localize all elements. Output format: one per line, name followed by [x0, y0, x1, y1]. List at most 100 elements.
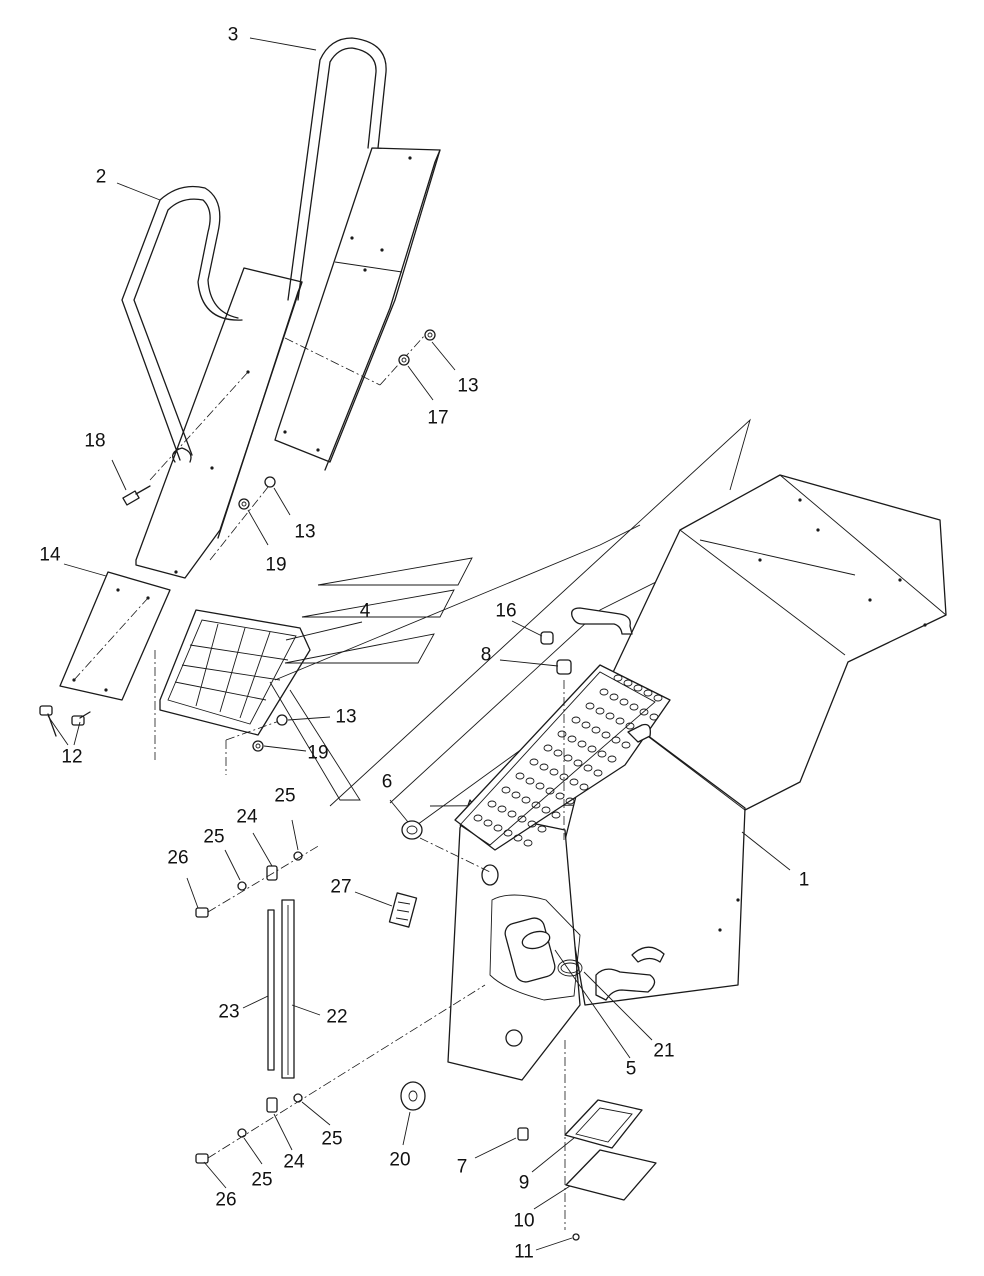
callout-20: 20	[389, 1149, 411, 1171]
bracket-24-lower	[266, 1097, 278, 1113]
perforation-hole	[545, 787, 555, 795]
perforation-hole	[625, 722, 635, 730]
hose-21	[595, 723, 665, 1001]
perforation-hole	[535, 782, 545, 790]
plate-14	[59, 571, 171, 760]
perforation-hole	[537, 825, 547, 833]
plug-16	[540, 631, 554, 645]
perforation-hole	[527, 820, 537, 828]
callout-2: 2	[95, 166, 107, 188]
perforation-hole	[557, 730, 567, 738]
callout-13: 13	[335, 706, 357, 728]
cover-plate-10	[565, 1149, 657, 1201]
perforation-hole	[507, 810, 517, 818]
bolt-12-left	[39, 705, 57, 737]
perforation-hole	[599, 688, 609, 696]
gasket-9	[564, 1099, 643, 1149]
perforation-hole	[483, 819, 493, 827]
perforation-hole	[553, 749, 563, 757]
callout-9: 9	[518, 1172, 530, 1194]
grommet-20	[400, 1081, 426, 1111]
bolt-26-upper	[195, 907, 209, 918]
perforation-hole	[581, 721, 591, 729]
perforation-hole	[517, 815, 527, 823]
perforation-hole	[605, 712, 615, 720]
perforation-hole	[643, 689, 653, 697]
washer-17	[398, 354, 410, 366]
callout-27: 27	[330, 876, 352, 898]
callout-6: 6	[381, 771, 393, 793]
perforation-hole	[579, 783, 589, 791]
callout-7: 7	[456, 1156, 468, 1178]
perforation-hole	[565, 797, 575, 805]
perforation-hole	[513, 834, 523, 842]
callout-12: 12	[61, 746, 83, 768]
callout-22: 22	[326, 1006, 348, 1028]
nut-13-lower	[276, 714, 288, 726]
perforation-hole	[649, 713, 659, 721]
perforation-hole	[621, 741, 631, 749]
perforation-hole	[595, 707, 605, 715]
perforation-hole	[549, 768, 559, 776]
perforation-hole	[523, 839, 533, 847]
perforation-hole	[529, 758, 539, 766]
perforation-hole	[573, 759, 583, 767]
callout-23: 23	[218, 1001, 240, 1023]
perforation-hole	[503, 829, 513, 837]
washer-19-middle	[238, 498, 250, 510]
callout-18: 18	[84, 430, 106, 452]
callout-25: 25	[321, 1128, 343, 1150]
perforation-hole	[515, 772, 525, 780]
grab-handle-upper	[274, 37, 441, 471]
perforation-hole	[473, 814, 483, 822]
callout-19: 19	[265, 554, 287, 576]
bolt-12-right	[71, 711, 91, 726]
radiator-panel	[447, 799, 583, 1081]
callout-11: 11	[514, 1241, 534, 1263]
callout-13: 13	[457, 375, 479, 397]
callout-21: 21	[653, 1040, 675, 1062]
callout-19: 19	[307, 742, 329, 764]
perforation-hole	[615, 717, 625, 725]
bracket-24-upper	[266, 865, 278, 881]
perforation-hole	[653, 694, 663, 702]
grab-handle-lower	[121, 185, 303, 579]
perforation-hole	[497, 805, 507, 813]
callout-10: 10	[513, 1210, 535, 1232]
callout-25: 25	[203, 826, 225, 848]
perforation-hole	[593, 769, 603, 777]
perforation-hole	[569, 778, 579, 786]
perforation-hole	[633, 684, 643, 692]
callout-25: 25	[274, 785, 296, 807]
callout-24: 24	[283, 1151, 305, 1173]
perforation-hole	[521, 796, 531, 804]
perforation-hole	[619, 698, 629, 706]
perforation-hole	[551, 811, 561, 819]
perforation-hole	[591, 726, 601, 734]
bolt-18	[122, 485, 151, 506]
callout-16: 16	[495, 600, 517, 622]
washer-25-b	[237, 881, 247, 891]
callout-1: 1	[798, 869, 810, 891]
callout-3: 3	[227, 24, 239, 46]
perforation-hole	[607, 755, 617, 763]
perforation-hole	[609, 693, 619, 701]
callout-25: 25	[251, 1169, 273, 1191]
callout-5: 5	[625, 1058, 637, 1080]
perforation-hole	[611, 736, 621, 744]
hose-16	[571, 607, 633, 635]
perforation-hole	[511, 791, 521, 799]
perforation-pattern	[473, 674, 663, 847]
grommet-6	[401, 820, 491, 873]
callout-26: 26	[215, 1189, 237, 1211]
callout-13: 13	[294, 521, 316, 543]
perforation-hole	[539, 763, 549, 771]
perforation-hole	[623, 679, 633, 687]
nut-13-middle	[264, 476, 276, 488]
perforation-hole	[487, 800, 497, 808]
callout-26: 26	[167, 847, 189, 869]
leader-lines	[47, 37, 791, 1251]
callout-8: 8	[480, 644, 492, 666]
